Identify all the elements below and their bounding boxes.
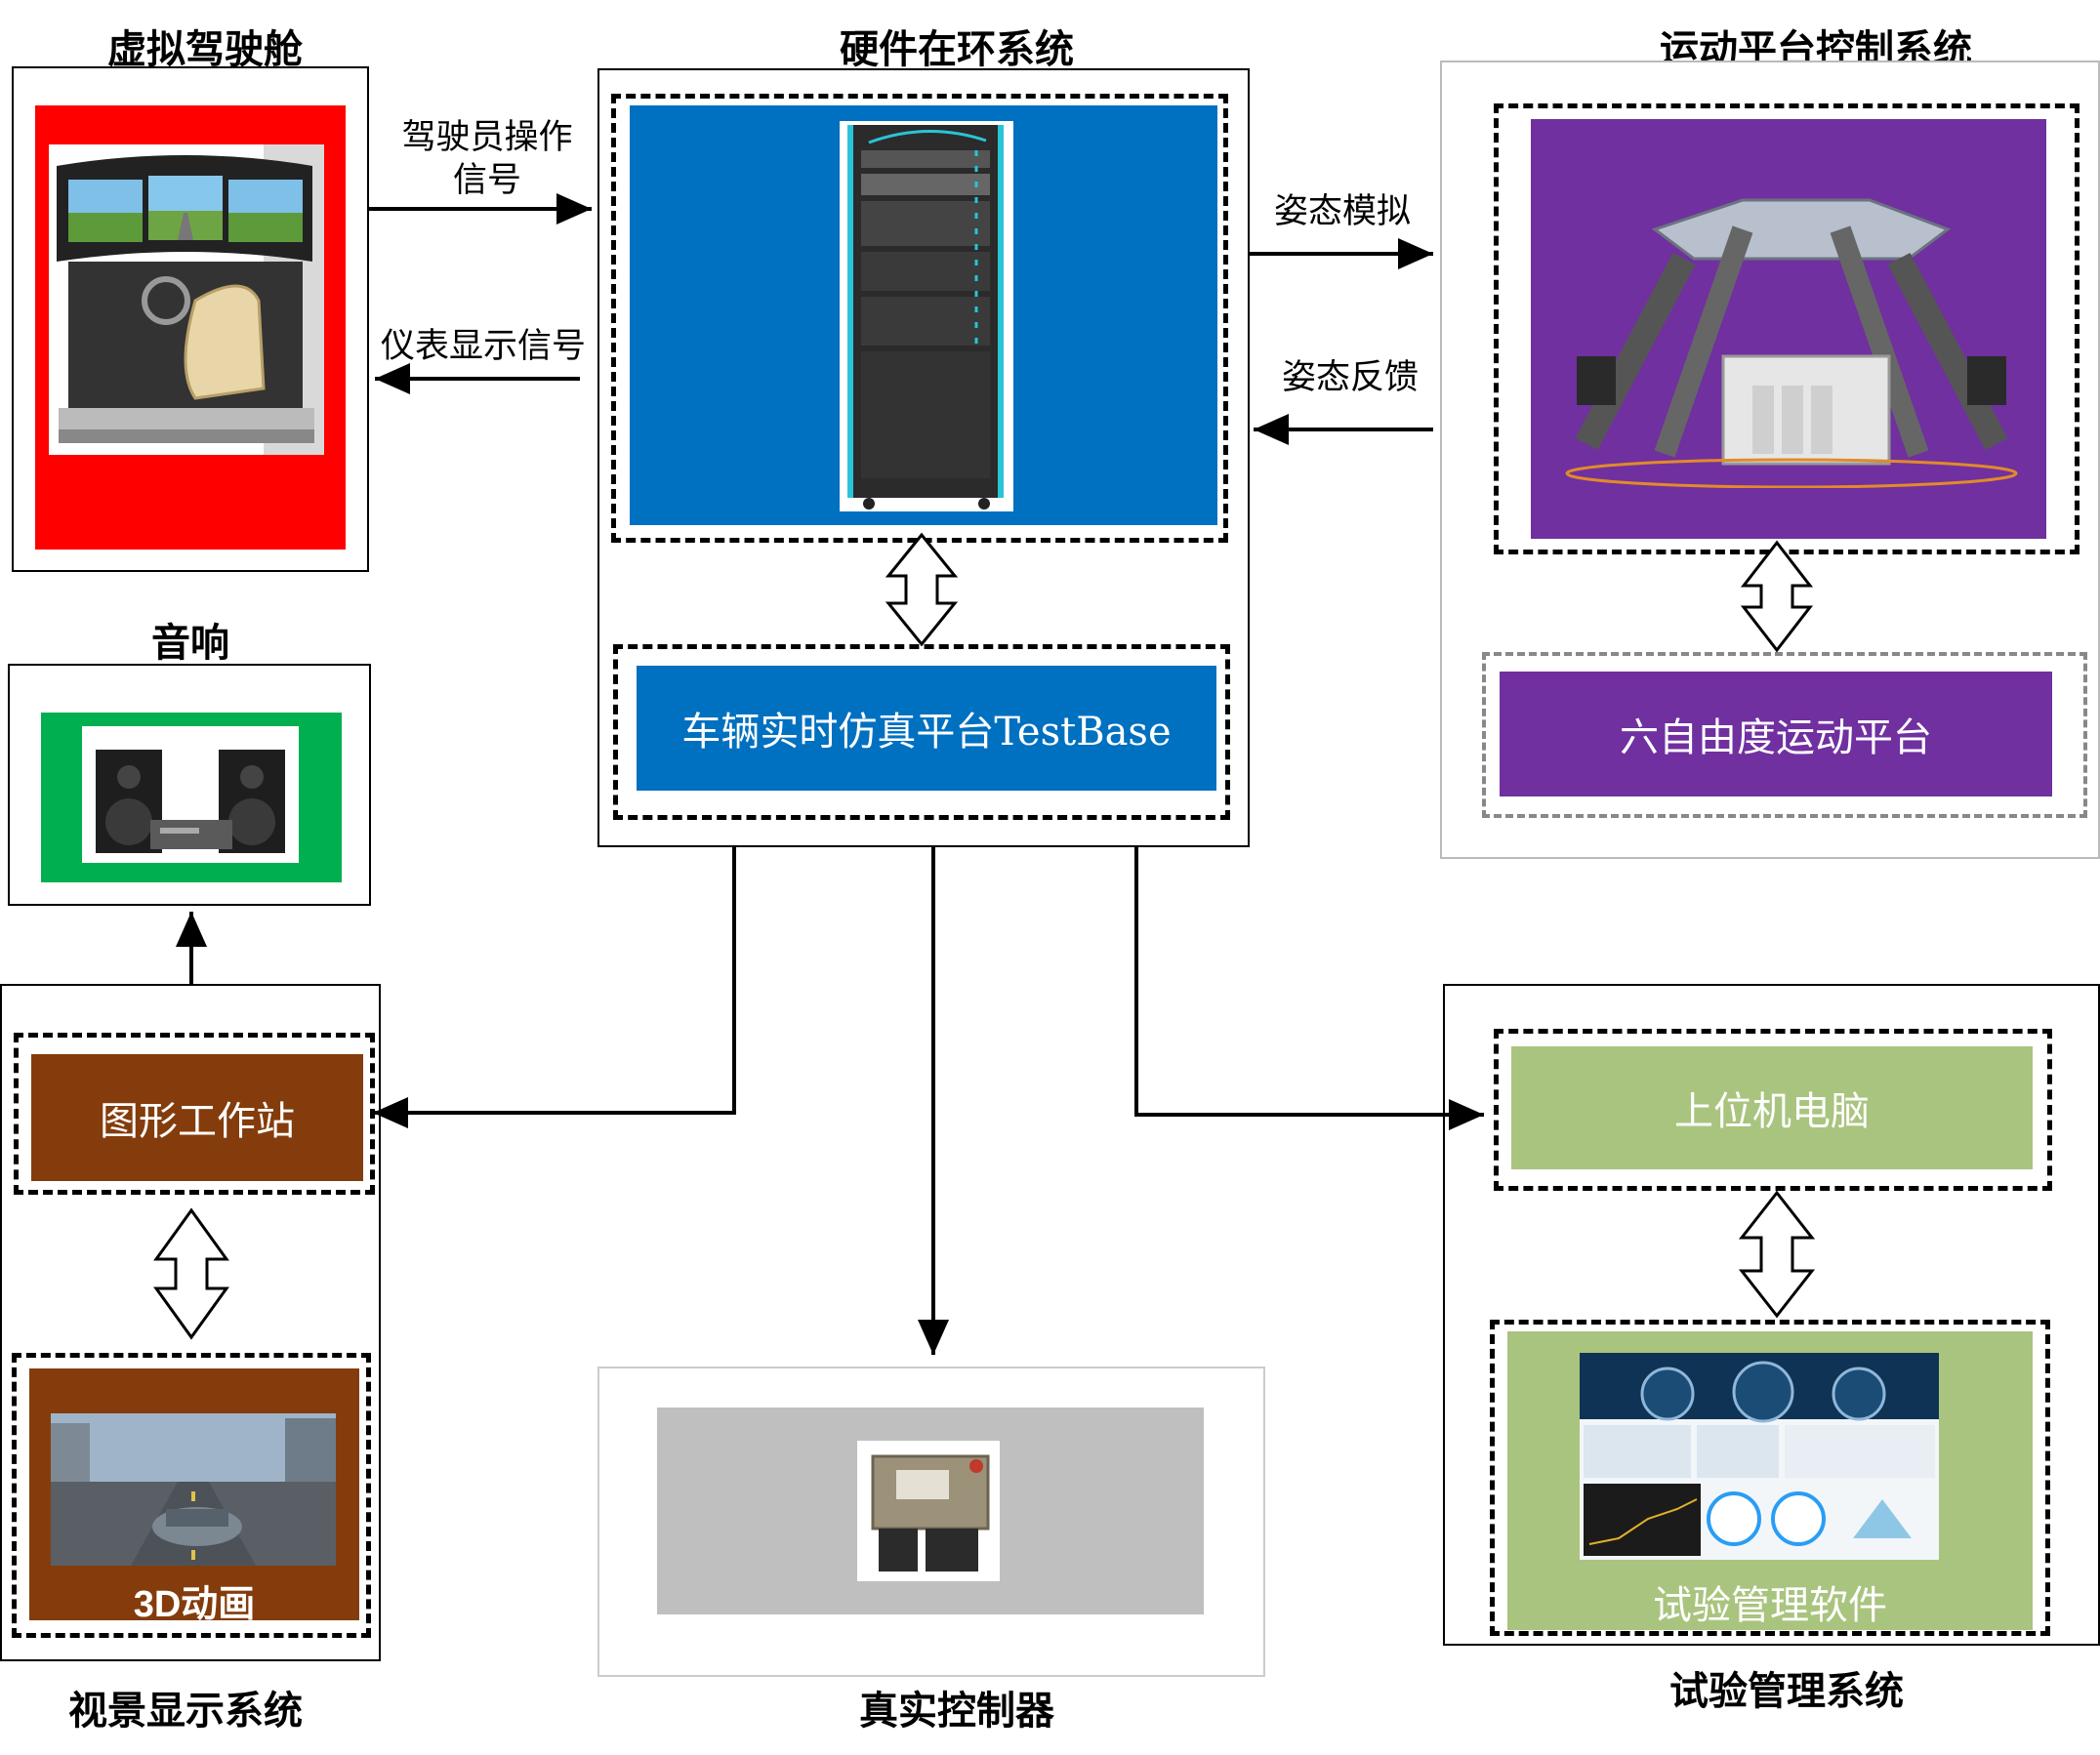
test-mgmt-title: 试验管理系统 — [1669, 1668, 1904, 1714]
hil-title: 硬件在环系统 — [840, 26, 1074, 72]
car-simulator-image — [49, 144, 324, 455]
double-arrow-motion — [1740, 540, 1814, 653]
wire-hil-to-hostpc — [1134, 847, 1484, 1130]
software-dashed — [1490, 1320, 2050, 1636]
six-dof-dashed — [1482, 652, 2087, 818]
edge-label-driver-signal: 驾驶员操作 信号 — [401, 118, 573, 200]
edge-label-attitude-sim: 姿态模拟 — [1273, 192, 1411, 231]
controller-title: 真实控制器 — [859, 1688, 1054, 1734]
six-dof-panel: 六自由度运动平台 — [1500, 672, 2052, 796]
edge-label-dashboard-signal: 仪表显示信号 — [380, 327, 586, 366]
server-cabinet-image — [840, 121, 1013, 511]
visual-title: 视景显示系统 — [68, 1688, 303, 1734]
edge-label-attitude-feedback: 姿态反馈 — [1281, 358, 1419, 397]
city-driving-scene-image — [51, 1413, 336, 1566]
hexapod-dashed — [1494, 103, 2079, 554]
cockpit-title: 虚拟驾驶舱 — [107, 26, 303, 72]
dashboard-software-image — [1580, 1353, 1939, 1560]
hexapod-panel — [1531, 119, 2046, 539]
double-arrow-visual — [153, 1207, 229, 1340]
workstation-dashed — [14, 1033, 375, 1195]
workstation-panel: 图形工作站 — [31, 1054, 363, 1181]
ecu-module-image — [857, 1441, 1000, 1581]
animation-label: 3D动画 — [133, 1584, 256, 1625]
audio-title: 音响 — [151, 620, 229, 666]
testbase-panel: 车辆实时仿真平台TestBase — [637, 666, 1216, 791]
hifi-speaker-image — [82, 726, 299, 863]
host-pc-dashed — [1494, 1029, 2052, 1191]
animation-dashed — [12, 1353, 371, 1638]
testbase-dashed — [613, 644, 1230, 820]
host-pc-panel: 上位机电脑 — [1511, 1046, 2033, 1169]
wire-hil-to-workstation — [373, 847, 736, 1128]
software-label: 试验管理软件 — [1653, 1583, 1887, 1628]
hexapod-platform-image — [1547, 190, 2031, 489]
double-arrow-test — [1738, 1190, 1816, 1319]
double-arrow-hil — [885, 532, 959, 647]
